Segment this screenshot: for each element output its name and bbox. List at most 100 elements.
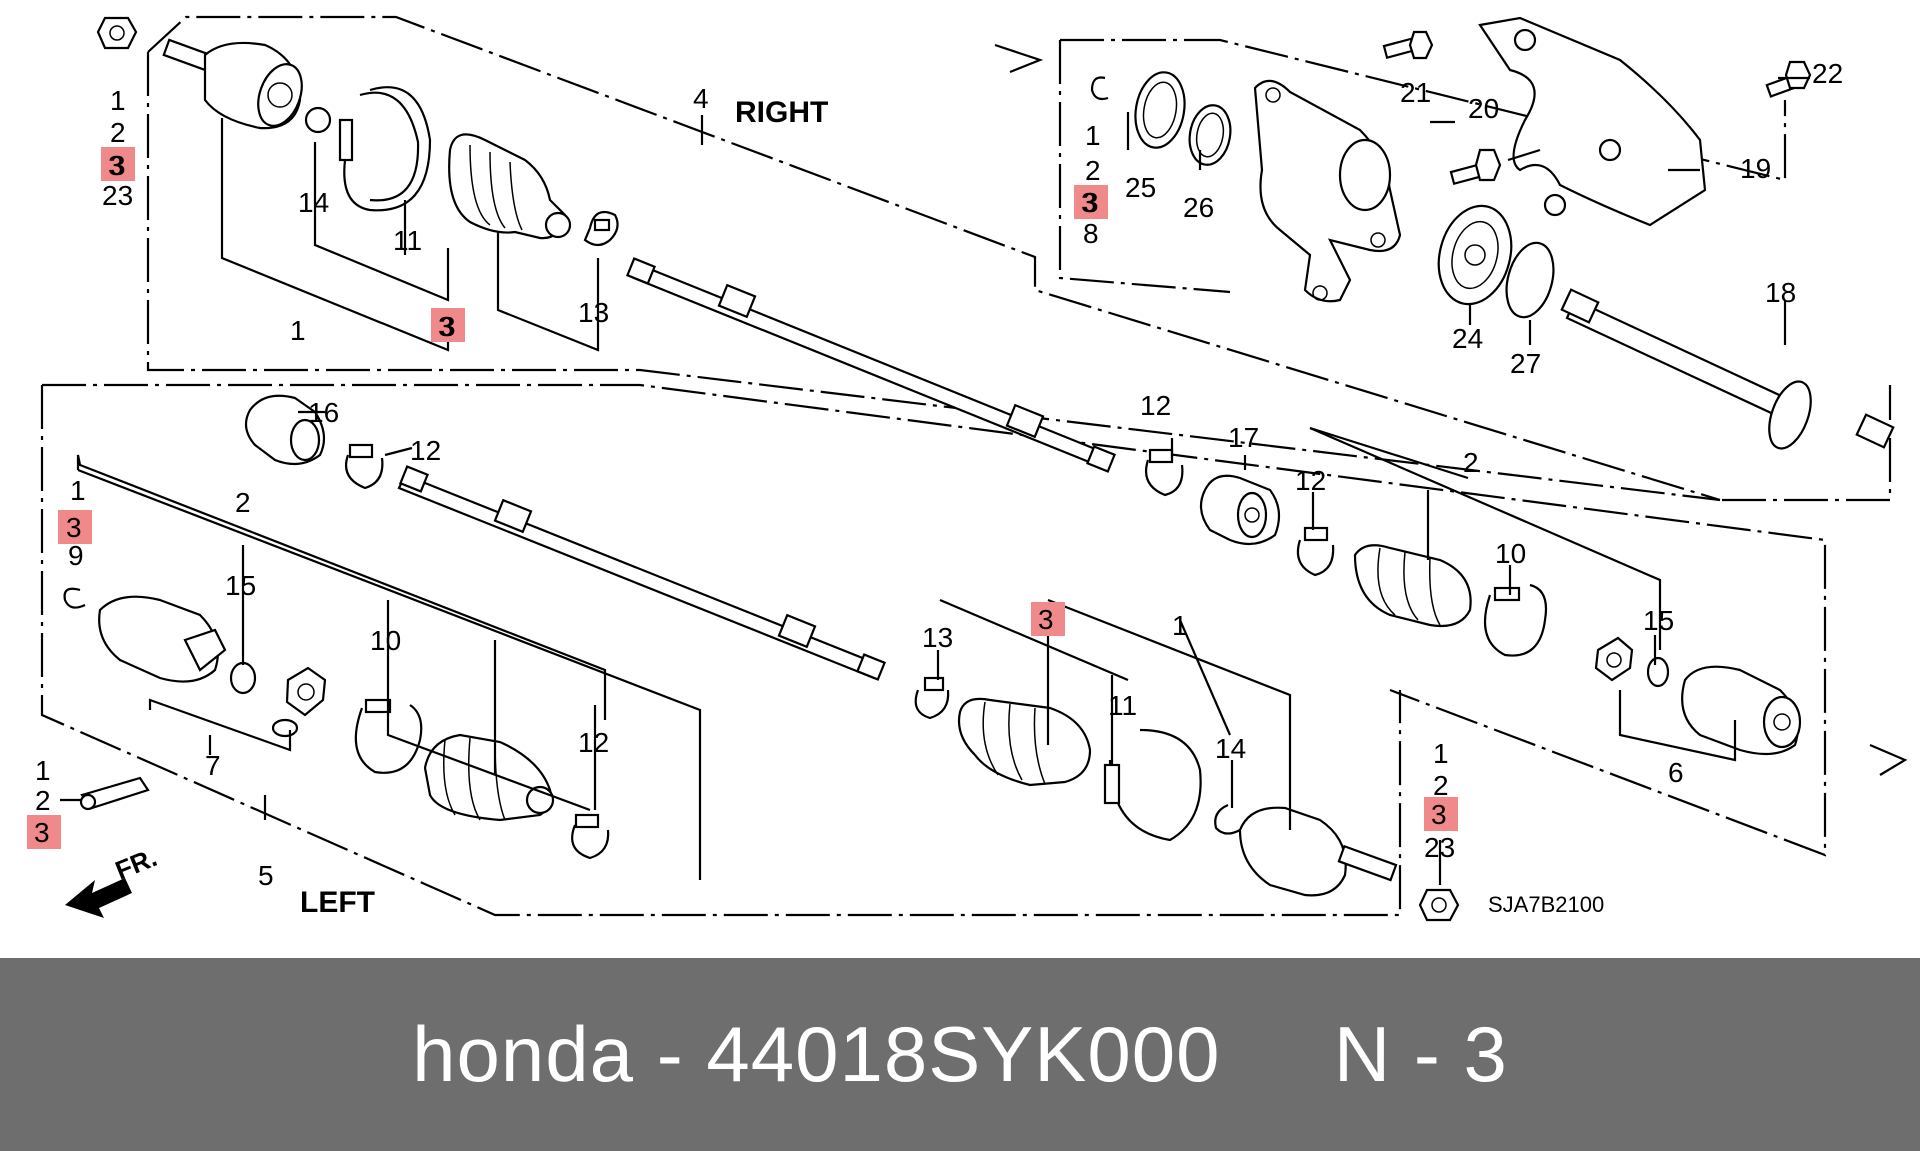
label-19: 19 — [1740, 153, 1771, 184]
highlight-3-a — [101, 147, 135, 181]
boot-part-2-left-bottom — [423, 733, 555, 822]
hl-label-3: 3 — [108, 150, 124, 181]
label-9: 9 — [68, 540, 84, 571]
front-label: FR. — [111, 842, 161, 886]
bearing-part-25 — [1134, 71, 1186, 149]
label-1: 1 — [1085, 120, 1101, 151]
outer-cv-joint-right — [162, 38, 332, 134]
snap-ring-part-26 — [1188, 104, 1232, 166]
right-label: RIGHT — [735, 96, 828, 129]
label-25: 25 — [1125, 172, 1156, 203]
part-number-caption: honda - 44018SYK000 N - 3 — [412, 1010, 1508, 1098]
label-17: 17 — [1228, 422, 1259, 453]
part-number-labels: 1 2 3 23 14 11 1 3 13 4 RIGHT 1 2 3 8 25… — [35, 58, 1843, 919]
highlight-3-b — [431, 308, 465, 342]
label-15: 15 — [225, 570, 256, 601]
label-1: 1 — [290, 315, 306, 346]
boot-part-3-top — [448, 133, 572, 240]
label-1: 1 — [70, 475, 86, 506]
band-part-12-mid — [1144, 448, 1184, 497]
label-1: 1 — [110, 85, 126, 116]
boot-part-3-left — [957, 697, 1092, 787]
left-label: LEFT — [300, 886, 375, 919]
bearing-part-24 — [1437, 204, 1513, 306]
snap-ring-part-1-right — [1090, 76, 1109, 101]
intermediate-shaft-part-18 — [1560, 288, 1895, 450]
hl-label-3: 3 — [66, 512, 82, 543]
highlight-markers — [27, 147, 1458, 849]
label-1: 1 — [35, 755, 51, 786]
label-3: 3 — [110, 150, 126, 181]
label-27: 27 — [1510, 348, 1541, 379]
exploded-driveshaft-diagram: 1 2 3 23 14 11 1 3 13 4 RIGHT 1 2 3 8 25… — [27, 15, 1908, 922]
label-7: 7 — [205, 750, 221, 781]
label-2: 2 — [1463, 447, 1479, 478]
left-group-outline — [40, 383, 1908, 917]
shaft-part-5 — [397, 465, 887, 681]
highlight-3-c — [1074, 185, 1108, 219]
leader-lines — [60, 76, 1810, 885]
inner-cv-joint-part-7 — [98, 595, 227, 683]
label-14: 14 — [1215, 733, 1246, 764]
label-10: 10 — [370, 625, 401, 656]
diagram-code: SJA7B2100 — [1488, 892, 1604, 917]
label-26: 26 — [1183, 192, 1214, 223]
label-12: 12 — [1295, 465, 1326, 496]
shaft-part-4 — [625, 257, 1117, 473]
nut-part-23-left — [1418, 888, 1460, 922]
clip-part-13-left — [914, 676, 950, 720]
bolt-part-21 — [1382, 30, 1434, 60]
clip-part-15-right — [1646, 656, 1670, 688]
label-18: 18 — [1765, 277, 1796, 308]
bolt-part-20 — [1449, 148, 1502, 186]
band-part-10-left — [354, 698, 423, 774]
band-part-12-left-top — [344, 443, 384, 490]
label-1: 1 — [1172, 610, 1188, 641]
heat-shield-part-19 — [1478, 16, 1707, 227]
hl-label-3: 3 — [1038, 604, 1054, 635]
boot-band-part-11-top — [338, 86, 432, 212]
highlight-3-d — [58, 510, 92, 544]
boot-band-part-11-left — [1103, 728, 1202, 842]
label-2: 2 — [110, 117, 126, 148]
label-15: 15 — [1643, 605, 1674, 636]
label-3: 3 — [440, 311, 456, 342]
label-2: 2 — [1085, 155, 1101, 186]
spider-part-2-left — [271, 666, 327, 738]
label-22: 22 — [1812, 58, 1843, 89]
label-21: 21 — [1400, 77, 1431, 108]
clip-part-13-top — [583, 210, 619, 247]
hl-label-3: 3 — [1081, 187, 1097, 218]
label-13: 13 — [922, 622, 953, 653]
highlight-3-e — [1031, 602, 1065, 636]
label-12: 12 — [578, 727, 609, 758]
clip-part-15-left — [229, 661, 257, 695]
highlight-3-f — [1424, 797, 1458, 831]
label-23: 23 — [1424, 832, 1455, 863]
label-2: 2 — [1433, 770, 1449, 801]
bracket-part-23-left — [79, 776, 150, 811]
label-2: 2 — [235, 487, 251, 518]
label-11: 11 — [393, 225, 422, 256]
inner-cv-joint-part-6 — [1681, 665, 1802, 756]
label-6: 6 — [1668, 757, 1684, 788]
highlight-3-g — [27, 815, 61, 849]
snap-ring-part-14-left — [1214, 803, 1241, 835]
label-11: 11 — [1108, 690, 1137, 721]
label-14: 14 — [298, 187, 329, 218]
band-part-12-right — [1296, 526, 1335, 577]
dynamic-damper-part-17 — [1199, 474, 1281, 546]
spider-part-15-right — [1594, 636, 1634, 682]
highlight-labels: 3 3 3 3 3 3 3 — [34, 150, 1447, 848]
front-arrow-icon — [65, 878, 132, 918]
outer-cv-joint-left — [1238, 806, 1398, 897]
label-8: 8 — [1083, 218, 1099, 249]
bolt-part-22 — [1765, 60, 1812, 98]
label-5: 5 — [258, 860, 274, 891]
hl-label-3: 3 — [34, 817, 50, 848]
nut-part-23-top — [96, 16, 138, 50]
band-part-10-right — [1483, 583, 1548, 657]
hl-label-3: 3 — [1431, 799, 1447, 830]
label-13: 13 — [578, 297, 609, 328]
